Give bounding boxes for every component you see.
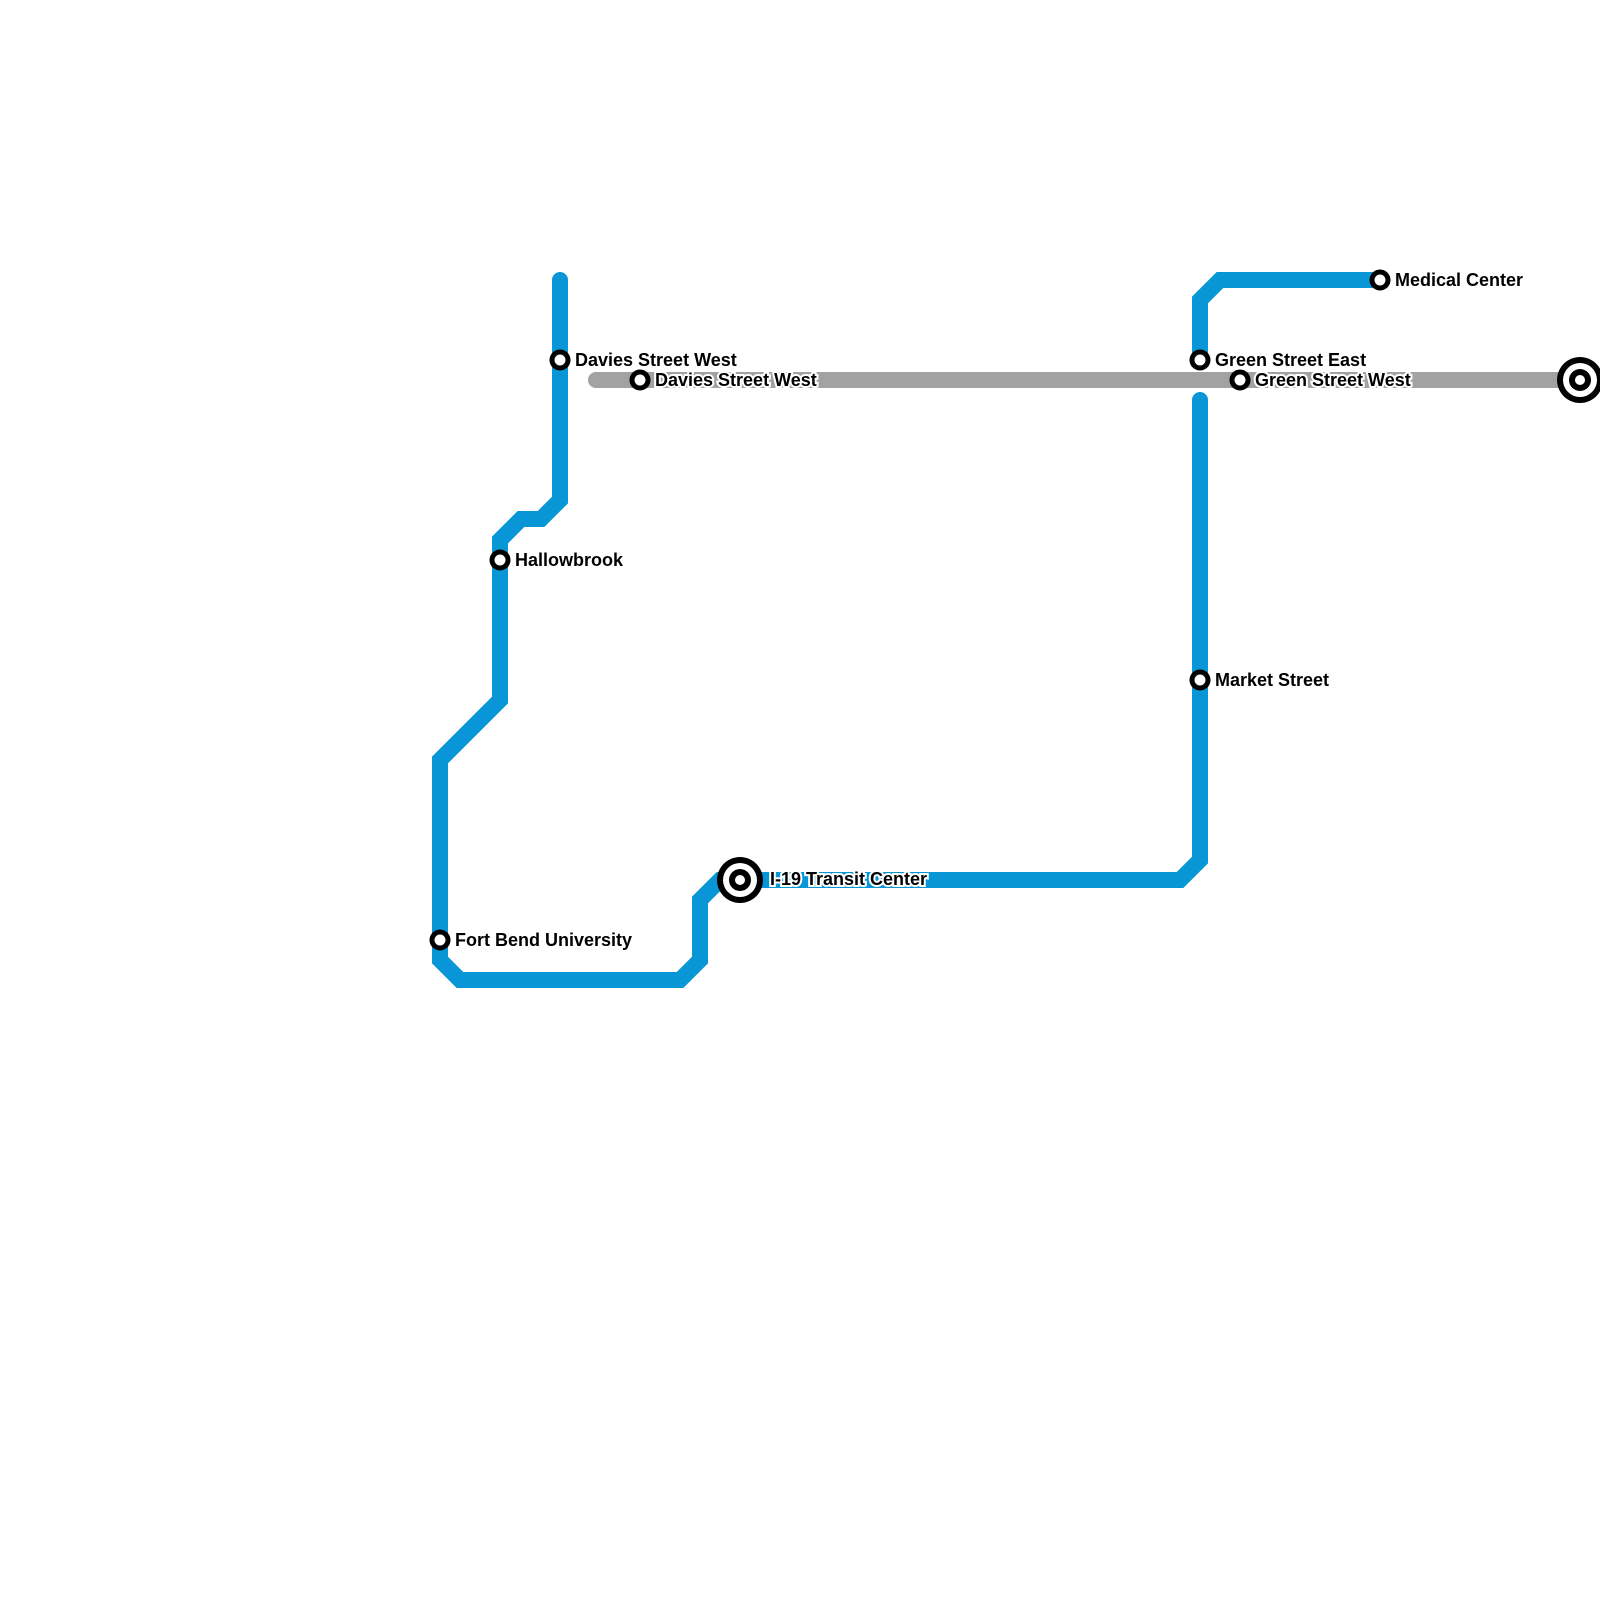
station-marker-icon[interactable] [1229, 369, 1251, 391]
station-green-street-east[interactable]: Green Street East [1189, 348, 1368, 372]
station-i19-transit-center[interactable]: I-19 Transit Center [717, 857, 929, 903]
blue-line-west-segment[interactable] [432, 272, 748, 988]
interchange-marker-icon[interactable] [717, 857, 763, 903]
station-hallowbrook[interactable]: Hallowbrook [489, 548, 626, 572]
station-medical-center[interactable]: Medical Center [1369, 268, 1525, 292]
interchange-marker-icon[interactable] [1557, 357, 1600, 403]
station-davies-street-west-blue[interactable]: Davies Street West [549, 348, 739, 372]
station-label: Green Street East [1215, 350, 1366, 370]
station-fort-bend-university[interactable]: Fort Bend University [429, 928, 634, 952]
station-label: Hallowbrook [515, 550, 624, 570]
station-marker-icon[interactable] [1369, 269, 1391, 291]
blue-line-north-segment[interactable] [1192, 272, 1388, 368]
station-label: Davies Street West [655, 370, 817, 390]
station-label: Fort Bend University [455, 930, 632, 950]
station-marker-icon[interactable] [489, 549, 511, 571]
station-label: I-19 Transit Center [770, 869, 927, 889]
station-marker-icon[interactable] [1189, 349, 1211, 371]
station-label: Market Street [1215, 670, 1329, 690]
station-market-street[interactable]: Market Street [1189, 668, 1331, 692]
station-green-street-west[interactable]: Green Street West [1229, 368, 1413, 392]
station-label: Medical Center [1395, 270, 1523, 290]
blue-line-east-segment[interactable] [732, 392, 1208, 888]
station-label: Green Street West [1255, 370, 1411, 390]
station-label: Davies Street West [575, 350, 737, 370]
station-marker-icon[interactable] [549, 349, 571, 371]
station-grey-east-terminus[interactable] [1557, 357, 1600, 403]
station-marker-icon[interactable] [429, 929, 451, 951]
station-davies-street-west-grey[interactable]: Davies Street West [629, 368, 819, 392]
station-marker-icon[interactable] [1189, 669, 1211, 691]
station-marker-icon[interactable] [629, 369, 651, 391]
